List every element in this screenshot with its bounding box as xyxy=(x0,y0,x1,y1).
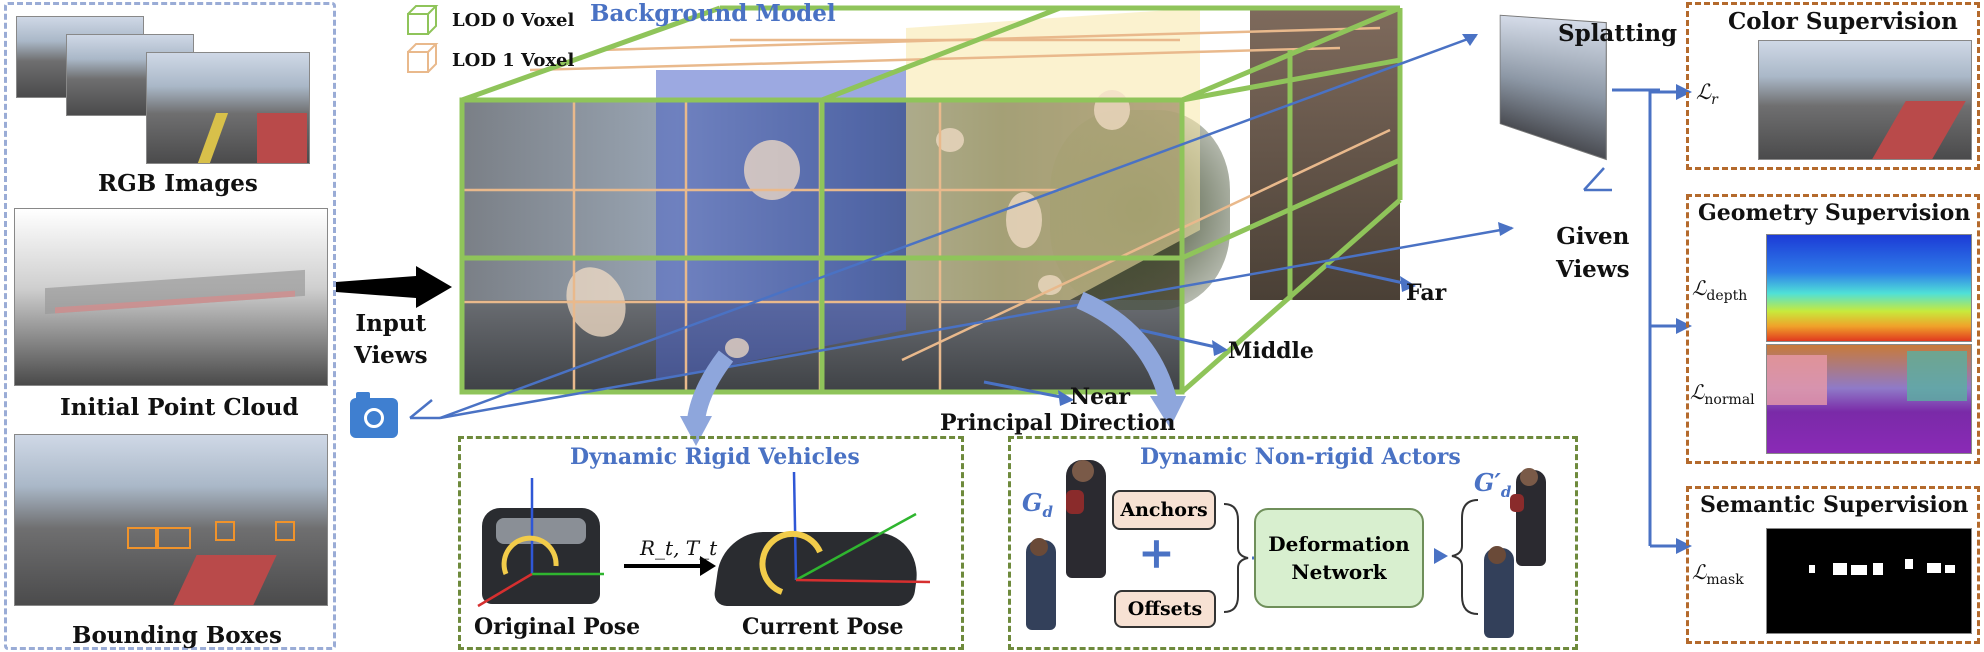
original-pose-vehicle xyxy=(482,508,600,604)
rigid-vehicles-title: Dynamic Rigid Vehicles xyxy=(570,444,860,470)
nonrigid-actors-panel xyxy=(1008,436,1578,650)
mask-loss-label: ℒmask xyxy=(1692,560,1744,588)
deformation-network-box: Deformation Network xyxy=(1254,508,1424,608)
given-views-label: Given Views xyxy=(1556,223,1630,284)
gd-prime-symbol: G′d xyxy=(1474,468,1511,501)
depth-loss-label: ℒdepth xyxy=(1692,276,1747,304)
rgb-images-label: RGB Images xyxy=(98,170,258,197)
semantic-supervision-panel xyxy=(1686,486,1980,644)
depth-loss-subscript: depth xyxy=(1706,288,1748,304)
actor-figure-4 xyxy=(1484,546,1514,638)
mask-image xyxy=(1766,528,1972,634)
rgb-image-3 xyxy=(146,52,310,164)
geometry-supervision-panel xyxy=(1686,194,1980,464)
camera-icon xyxy=(350,392,398,438)
semantic-supervision-title: Semantic Supervision xyxy=(1700,492,1969,518)
bounding-boxes-image xyxy=(14,434,328,606)
anchors-box: Anchors xyxy=(1112,490,1216,530)
gd-symbol: Gd xyxy=(1022,488,1053,521)
actor-figure-2 xyxy=(1026,538,1056,630)
nonrigid-actors-title: Dynamic Non-rigid Actors xyxy=(1140,444,1461,470)
normal-loss-subscript: normal xyxy=(1704,392,1755,408)
depth-map-image xyxy=(1766,234,1972,342)
mask-loss-symbol: ℒ xyxy=(1692,560,1707,584)
lod1-legend-label: LOD 1 Voxel xyxy=(452,50,575,71)
point-cloud-label: Initial Point Cloud xyxy=(60,394,299,421)
gd-letter: G xyxy=(1022,488,1043,517)
normal-loss-label: ℒnormal xyxy=(1690,380,1755,408)
color-supervision-panel xyxy=(1686,2,1980,170)
point-cloud-image xyxy=(14,208,328,386)
color-loss-subscript: r xyxy=(1711,92,1718,109)
lod0-legend-label: LOD 0 Voxel xyxy=(452,10,575,31)
original-pose-label: Original Pose xyxy=(474,614,641,640)
mask-loss-subscript: mask xyxy=(1706,572,1744,588)
middle-label: Middle xyxy=(1228,338,1314,364)
gd-subscript: d xyxy=(1042,502,1054,521)
color-loss-label: ℒr xyxy=(1696,80,1718,108)
offsets-box: Offsets xyxy=(1114,590,1216,628)
background-model-title: Background Model xyxy=(590,0,836,27)
depth-loss-symbol: ℒ xyxy=(1692,276,1707,300)
input-arrow xyxy=(336,266,452,308)
actor-figure-1 xyxy=(1066,460,1106,578)
far-label: Far xyxy=(1406,280,1447,306)
actor-figure-3 xyxy=(1510,468,1546,566)
current-pose-label: Current Pose xyxy=(742,614,904,640)
gd-prime-letter: G′ xyxy=(1474,468,1501,497)
gd-prime-subscript: d xyxy=(1500,482,1512,501)
transform-label: R_t, T_t xyxy=(640,536,718,560)
color-loss-symbol: ℒ xyxy=(1696,80,1712,104)
normal-map-image xyxy=(1766,344,1972,454)
bounding-boxes-label: Bounding Boxes xyxy=(72,622,282,649)
normal-loss-symbol: ℒ xyxy=(1690,380,1705,404)
color-supervision-image xyxy=(1758,40,1972,160)
color-supervision-title: Color Supervision xyxy=(1728,8,1958,35)
near-label: Near xyxy=(1070,384,1130,410)
geometry-supervision-title: Geometry Supervision xyxy=(1698,200,1971,226)
splatting-label: Splatting xyxy=(1558,20,1678,47)
rigid-vehicles-panel xyxy=(458,436,964,650)
principal-direction-label: Principal Direction xyxy=(940,410,1176,436)
input-views-label: Input Views xyxy=(354,310,428,370)
input-panel xyxy=(4,2,336,650)
plus-sign: + xyxy=(1138,528,1175,579)
